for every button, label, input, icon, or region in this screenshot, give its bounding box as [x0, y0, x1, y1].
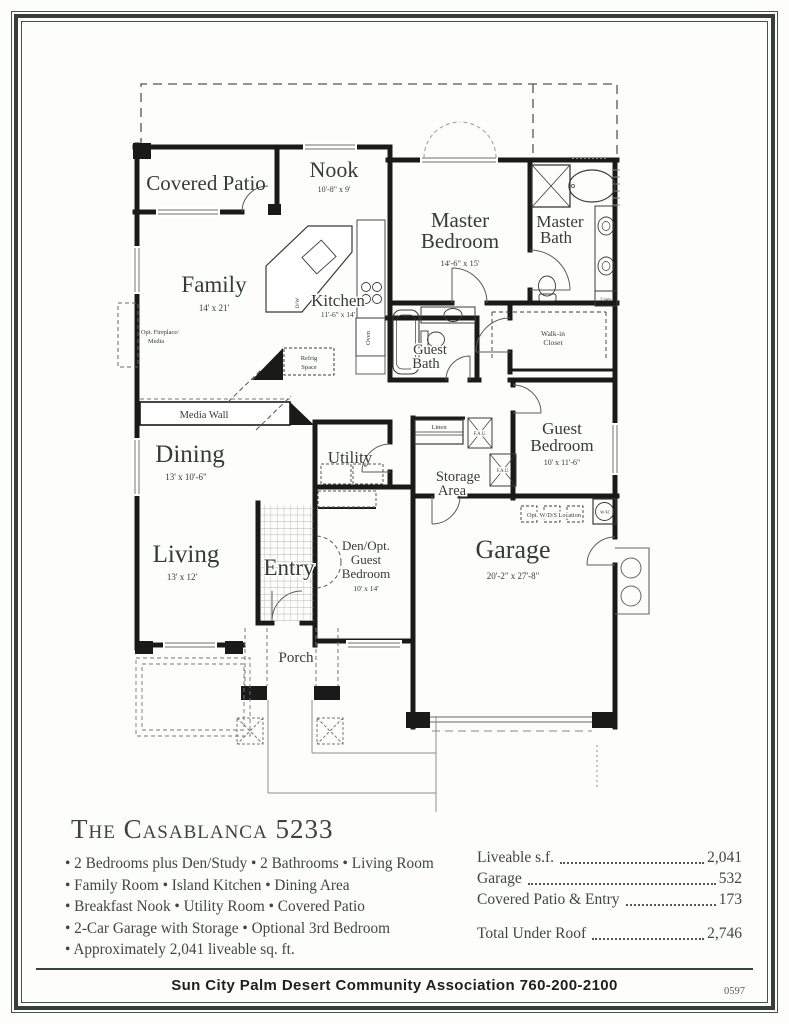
master-bedroom-label-1: Master [431, 208, 489, 232]
garage-dim: 20'-2" x 27'-8" [487, 571, 540, 581]
dot-leader [527, 883, 716, 885]
wds-label: Opt. W/D/S Location [527, 512, 582, 519]
feature-list: • 2 Bedrooms plus Den/Study • 2 Bathroom… [65, 853, 434, 961]
hall-linen-label: Linen [431, 424, 447, 431]
stat-value: 2,746 [707, 925, 742, 942]
family-label: Family [181, 272, 247, 297]
feature-item: • Family Room • Island Kitchen • Dining … [65, 876, 350, 894]
den-label-2: Guest [351, 552, 382, 567]
storage-label-2: Area [438, 483, 467, 499]
entry-label: Entry [263, 555, 315, 580]
footer-rule [36, 968, 753, 970]
storage-label-1: Storage [436, 469, 480, 485]
fau-label-1: F.A.U. [474, 432, 487, 437]
dot-leader [592, 938, 705, 940]
garage-label: Garage [475, 535, 550, 564]
feature-item: • Approximately 2,041 liveable sq. ft. [65, 941, 295, 958]
master-bedroom-label-2: Bedroom [421, 229, 499, 253]
print-code: 0597 [724, 986, 745, 997]
garage-details [430, 498, 650, 732]
bath-linen-label: Linen [600, 298, 612, 303]
utility-label: Utility [328, 448, 373, 467]
walls [132, 142, 620, 730]
refrig-space-label-2: Space [301, 364, 317, 371]
feature-item: • 2-Car Garage with Storage • Optional 3… [65, 919, 391, 937]
kitchen-fixtures [265, 219, 386, 376]
annotation-labels: Media Wall Opt. Fireplace/ Media Refrig … [141, 297, 612, 521]
media-wall-label: Media Wall [180, 410, 229, 421]
stat-row-total: Total Under Roof 2,746 [477, 923, 742, 944]
patio-boundary-dashed [140, 83, 618, 158]
utility-counters [320, 463, 384, 485]
guest-bath-label-2: Bath [412, 356, 440, 372]
stat-label: Total Under Roof [477, 925, 587, 942]
dining-label: Dining [155, 441, 225, 468]
guest-bath-label-1: Guest [413, 342, 447, 358]
dining-dim: 13' x 10'-6" [165, 472, 207, 482]
page-title: The Casablanca 5233 [71, 814, 334, 844]
stat-label: Covered Patio & Entry [477, 891, 620, 908]
feature-item: • Breakfast Nook • Utility Room • Covere… [65, 898, 365, 915]
dishwasher-label: D/W [295, 297, 301, 309]
windows [132, 142, 620, 650]
entry-tile-floor [261, 505, 314, 621]
doors [241, 121, 616, 622]
porch-label: Porch [279, 650, 314, 666]
dot-leader [560, 862, 705, 864]
living-dim: 13' x 12' [167, 572, 198, 582]
walk-in-closet-label-2: Closet [543, 338, 563, 347]
hall-closets [414, 417, 517, 487]
footer-association: Sun City Palm Desert Community Associati… [171, 977, 618, 994]
guest-bath-fixtures [392, 306, 476, 375]
corner-posts [133, 143, 616, 728]
den-label-1: Den/Opt. [342, 538, 390, 553]
opt-fireplace-label-1: Opt. Fireplace/ [141, 329, 179, 336]
stat-value: 2,041 [707, 849, 742, 866]
covered-patio-label: Covered Patio [146, 171, 266, 195]
guest-bedroom-label-2: Bedroom [530, 436, 593, 455]
stat-value: 532 [718, 870, 742, 887]
living-label: Living [153, 541, 220, 568]
guest-bedroom-dim: 10' x 11'-6" [544, 458, 581, 467]
water-heater-label: W/H [600, 510, 609, 515]
opt-fireplace-label-2: Media [148, 338, 164, 345]
master-bath-label-1: Master [536, 212, 584, 231]
thin-walls [318, 368, 614, 509]
master-bedroom-dim: 14'-6" x 15' [440, 258, 480, 268]
master-bath-fixtures [491, 164, 618, 358]
fau-label-2: F.A.U. [497, 469, 510, 474]
feature-item: • 2 Bedrooms plus Den/Study • 2 Bathroom… [65, 855, 434, 872]
oven-label: Oven [365, 330, 372, 345]
den-label-3: Bedroom [342, 566, 390, 581]
nook-dim: 10'-8" x 9' [318, 185, 351, 194]
master-bath-label-2: Bath [540, 228, 573, 247]
nook-label: Nook [310, 157, 359, 182]
opt-fireplace-dashed [117, 302, 139, 368]
kitchen-dim: 11'-6" x 14' [321, 310, 356, 319]
stat-row: Garage 532 [477, 868, 742, 889]
den-closet-dashed [317, 490, 377, 508]
dot-leader [625, 904, 716, 906]
den-dim: 10' x 14' [353, 584, 379, 593]
area-stats: Liveable s.f. 2,041 Garage 532 Covered P… [477, 847, 742, 944]
stat-label: Liveable s.f. [477, 849, 555, 866]
stat-row: Liveable s.f. 2,041 [477, 847, 742, 868]
refrig-space-label-1: Refrig [301, 355, 318, 362]
media-wall [139, 348, 314, 431]
room-labels: Covered Patio Nook 10'-8" x 9' Master Be… [146, 157, 593, 666]
stat-label: Garage [477, 870, 522, 887]
walk-in-closet-label-1: Walk-in [541, 329, 565, 338]
kitchen-label: Kitchen [311, 291, 365, 310]
stat-row: Covered Patio & Entry 173 [477, 889, 742, 910]
stat-value: 173 [718, 891, 742, 908]
porch-walkway [135, 628, 598, 812]
family-dim: 14' x 21' [199, 303, 230, 313]
guest-bedroom-label-1: Guest [542, 419, 582, 438]
